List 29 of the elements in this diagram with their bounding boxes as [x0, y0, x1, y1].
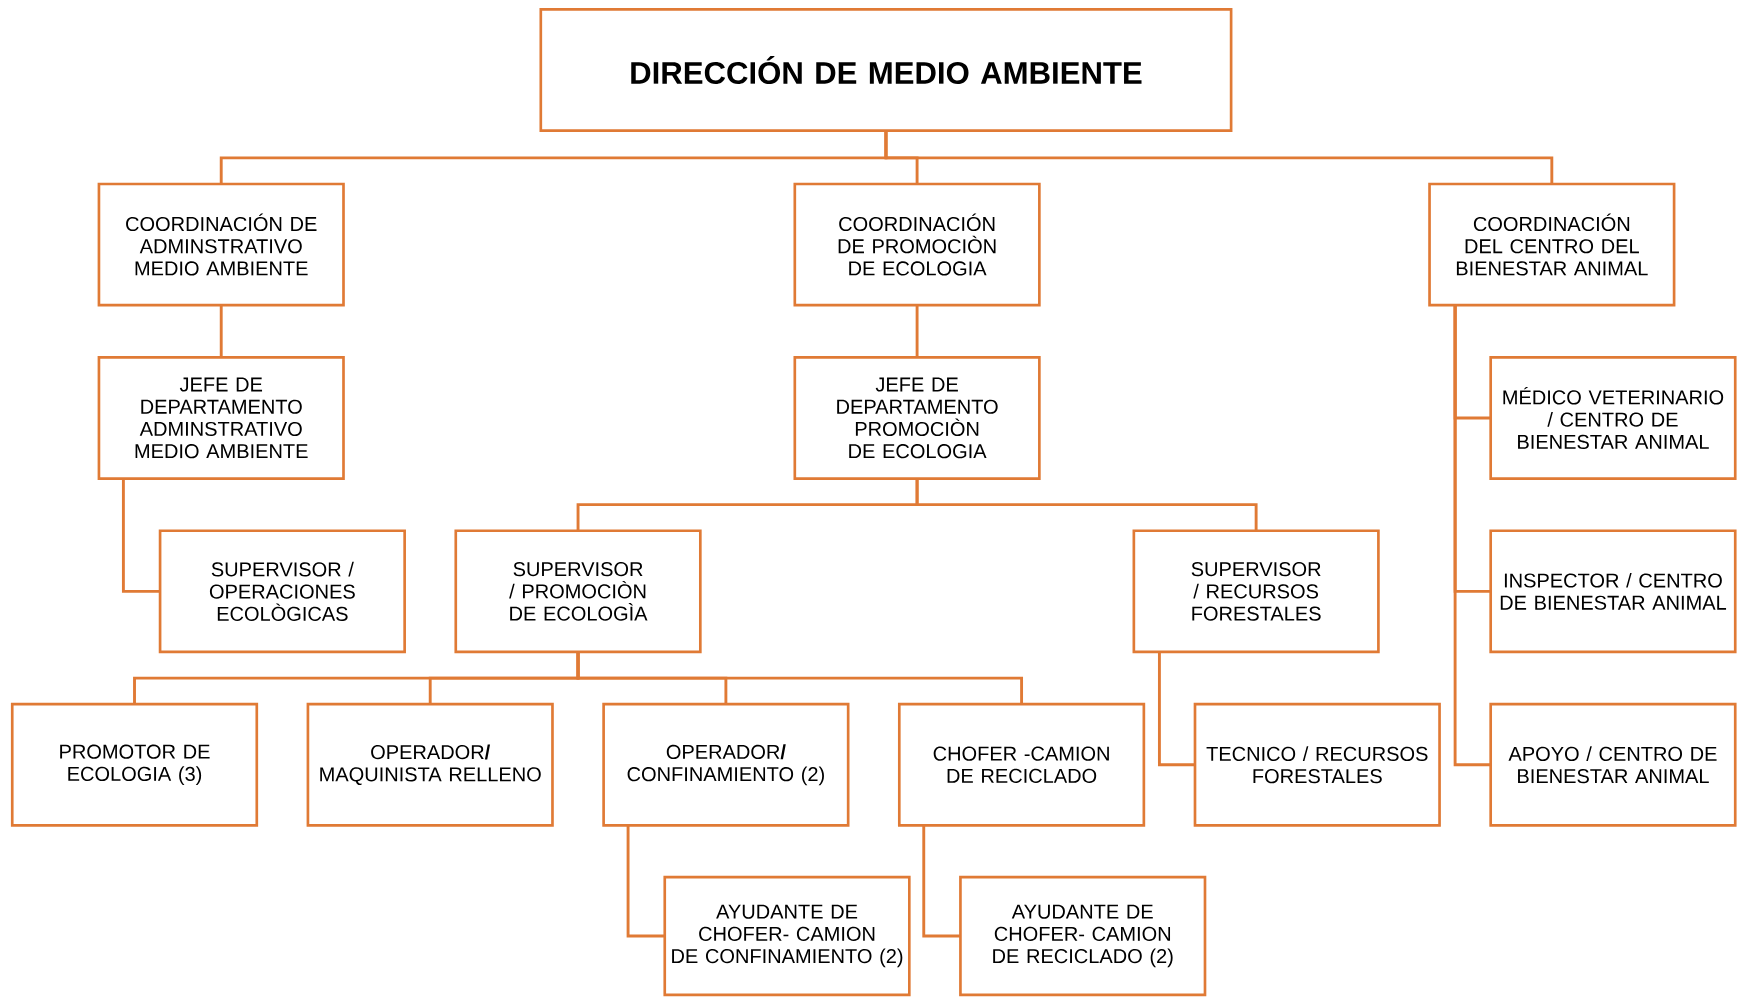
connector-line — [915, 305, 919, 358]
org-box: COORDINACIÓN DEL CENTRO DEL BIENESTAR ANIMAL — [1428, 182, 1676, 307]
connector-line — [915, 478, 1258, 531]
org-box: INSPECTOR / CENTRO DE BIENESTAR ANIMAL — [1489, 529, 1737, 654]
org-box: SUPERVISOR / RECURSOS FORESTALES — [1132, 529, 1380, 654]
connector-line — [922, 825, 961, 938]
org-box: MÉDICO VETERINARIO / CENTRO DE BIENESTAR ANIMAL — [1489, 356, 1737, 480]
org-box: PROMOTOR DE ECOLOGIA (3) — [10, 702, 259, 827]
org-box: SUPERVISOR / PROMOCIÒN DE ECOLOGÌA — [454, 529, 702, 654]
org-box: SUPERVISOR / OPERACIONES ECOLÒGICAS — [158, 529, 406, 654]
org-box: AYUDANTE DE CHOFER- CAMION DE CONFINAMIENTO (2) — [663, 875, 911, 997]
org-box: OPERADOR/ MAQUINISTA RELLENO — [306, 702, 554, 827]
org-box: COORDINACIÓN DE ADMINSTRATIVO MEDIO AMBIENTE — [97, 182, 345, 307]
org-box: DIRECCIÓN DE MEDIO AMBIENTE — [539, 8, 1233, 132]
org-box: OPERADOR/ CONFINAMIENTO (2) — [602, 702, 850, 827]
org-box: CHOFER -CAMION DE RECICLADO — [897, 702, 1146, 827]
org-box: TECNICO / RECURSOS FORESTALES — [1193, 702, 1441, 827]
org-box: JEFE DE DEPARTAMENTO PROMOCIÒN DE ECOLOGIA — [793, 356, 1041, 480]
connector-line — [1157, 651, 1195, 767]
connector-line — [884, 130, 1554, 184]
connector-line — [576, 651, 1024, 705]
connector-line — [1453, 305, 1491, 767]
connector-line — [626, 825, 665, 938]
org-box: COORDINACIÓN DE PROMOCIÒN DE ECOLOGIA — [793, 182, 1041, 307]
org-box: JEFE DE DEPARTAMENTO ADMINSTRATIVO MEDIO AMBIENTE — [97, 356, 345, 480]
connector-line — [219, 305, 223, 358]
org-box: APOYO / CENTRO DE BIENESTAR ANIMAL — [1489, 702, 1737, 827]
connector-line — [121, 478, 161, 593]
org-box: AYUDANTE DE CHOFER- CAMION DE RECICLADO (2) — [959, 875, 1207, 997]
